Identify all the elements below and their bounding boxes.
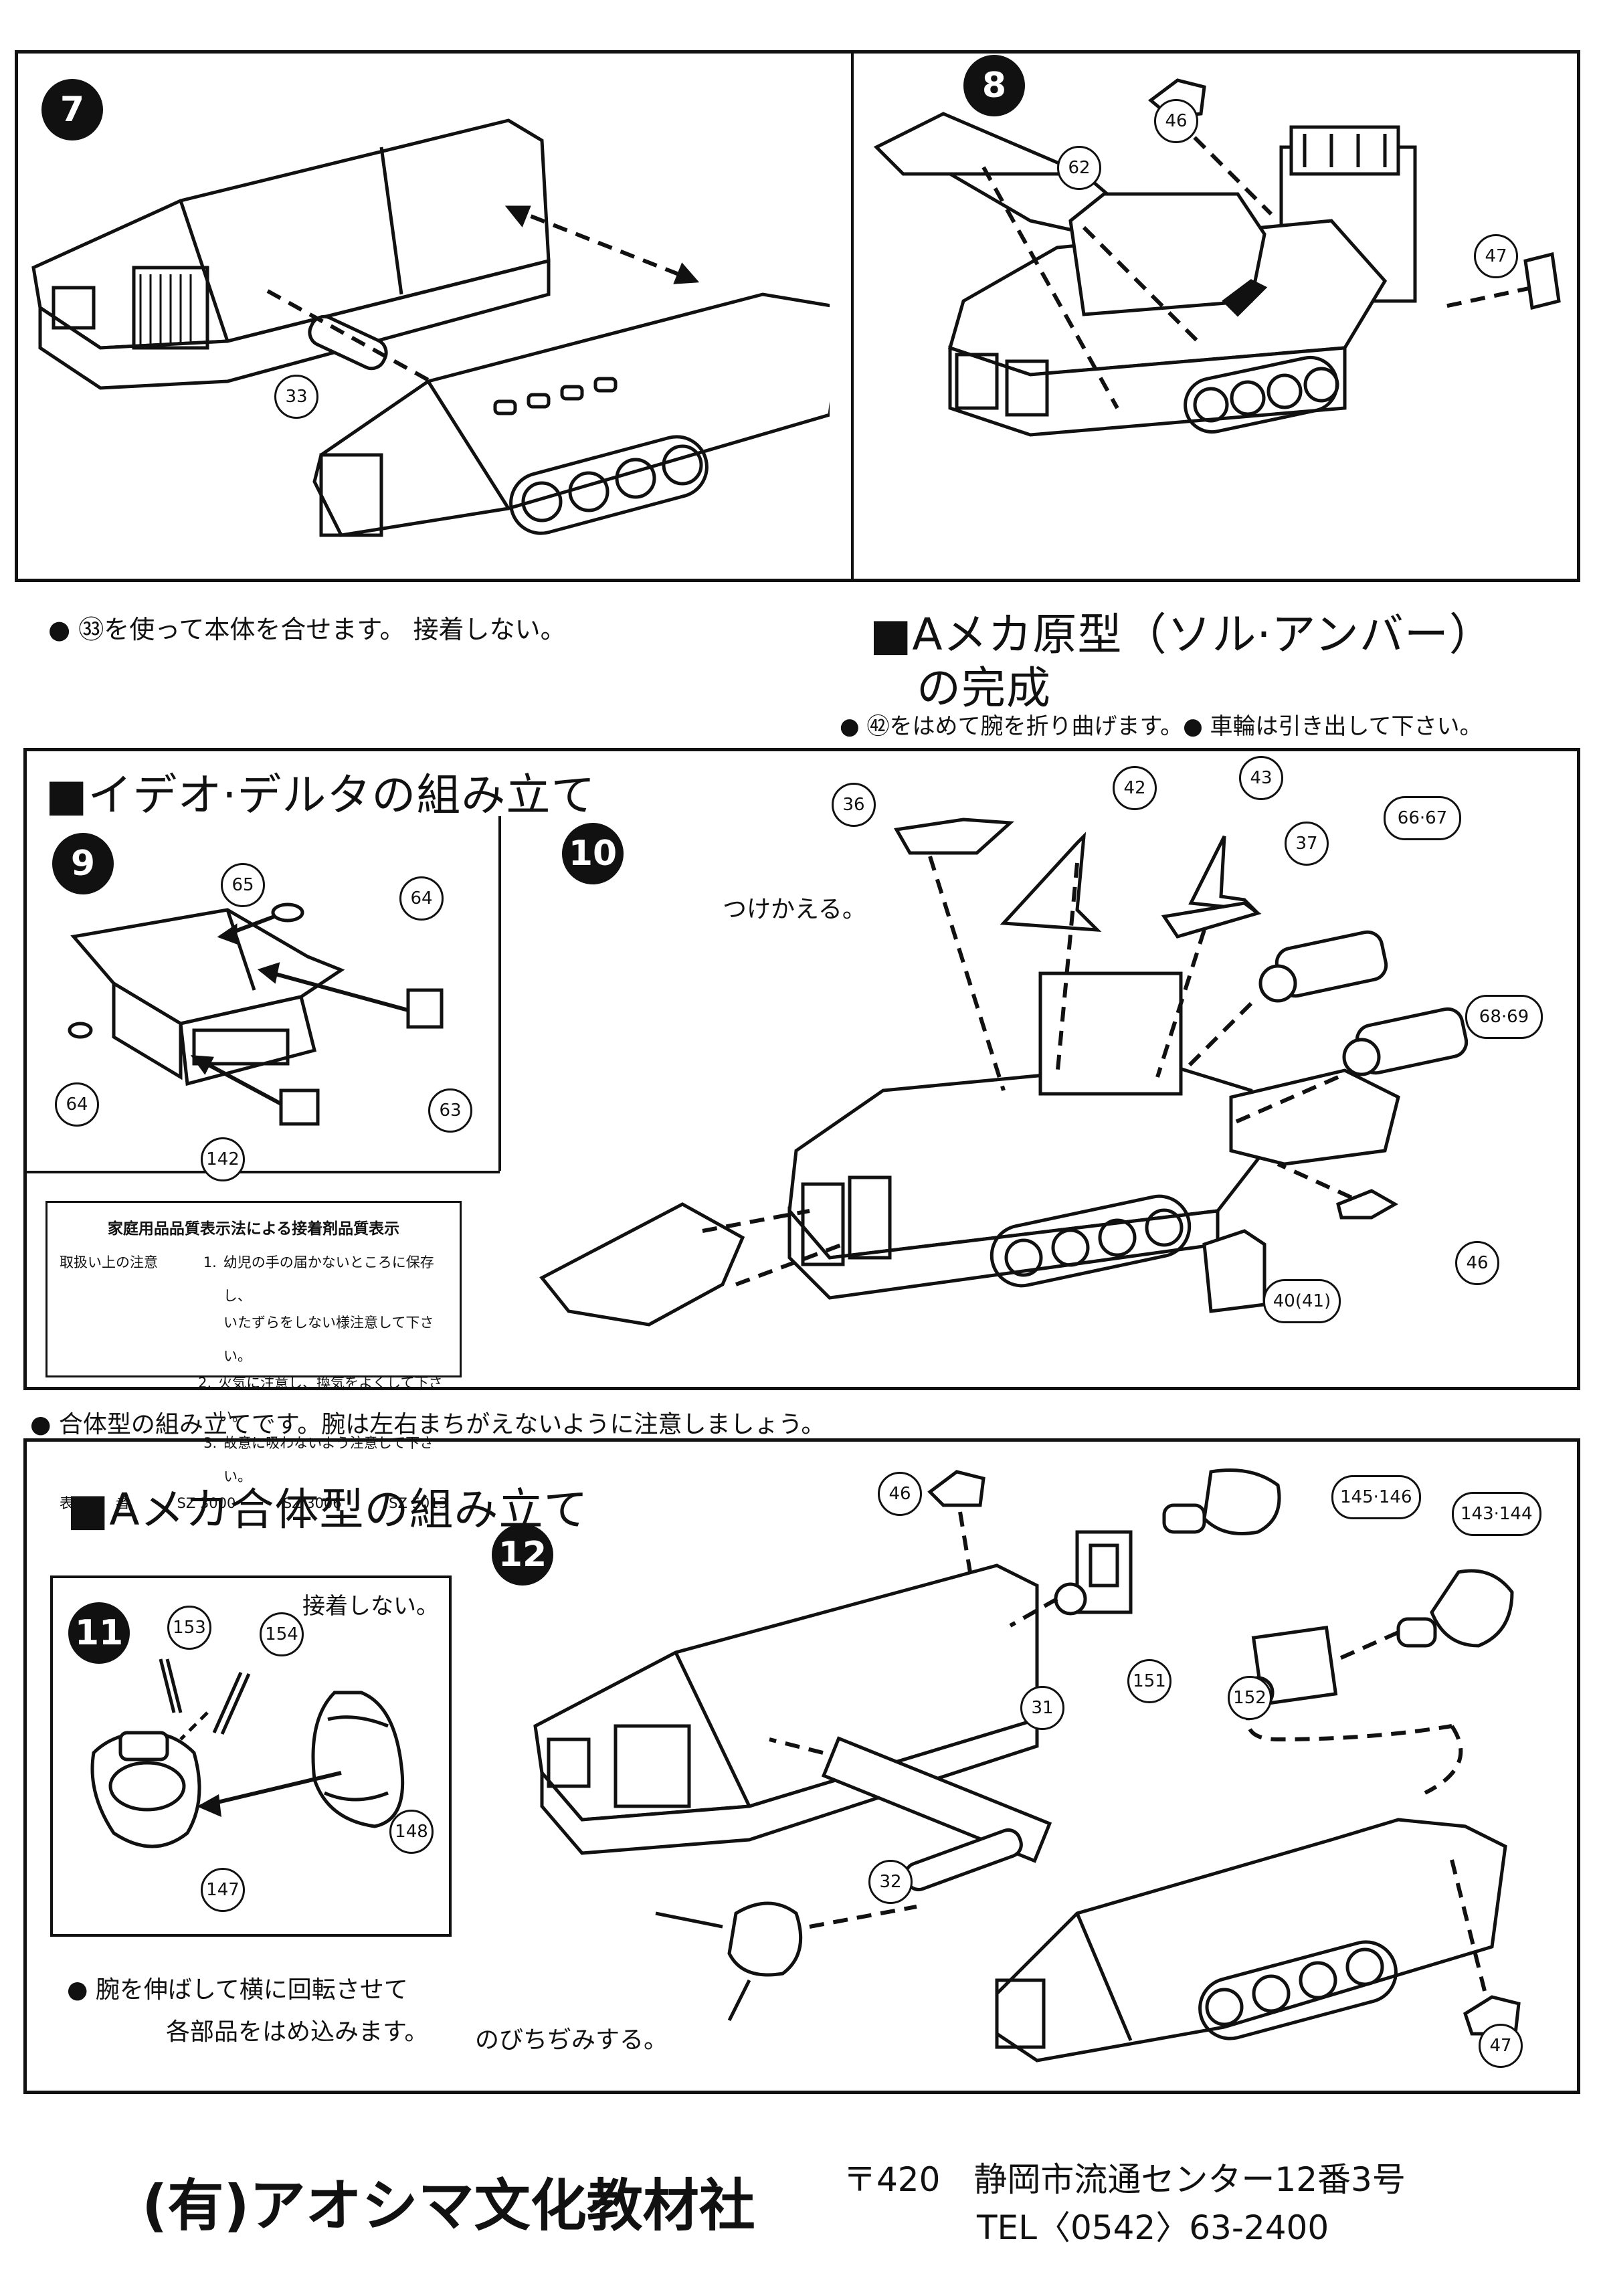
telescoping-note: のびちぢみする。: [475, 2026, 668, 2054]
step-12-badge: 12: [492, 1524, 553, 1586]
part-154-label: 154: [260, 1612, 304, 1656]
part-32-label: 32: [868, 1860, 913, 1904]
section-step11-12-panel: [23, 1438, 1580, 2094]
part-42-label: 42: [1113, 766, 1157, 810]
part-152-label: 152: [1228, 1676, 1272, 1720]
part-46-label-step10: 46: [1455, 1241, 1499, 1285]
caution-text: 幼児の手の届かないところに保存し、: [223, 1254, 434, 1304]
section3-heading: ■Aメカ合体型の組み立て: [67, 1484, 589, 1535]
part-47-label-step12: 47: [1479, 2024, 1523, 2068]
section1-heading-line1: ■Aメカ原型（ソル·アンバー）: [870, 609, 1494, 660]
caution-text: いたずらをしない様注意して下さい。: [223, 1315, 434, 1364]
part-142-label: 142: [201, 1137, 245, 1181]
rotate-note-line1: ● 腕を伸ばして横に回転させて: [67, 1976, 408, 2004]
step12-illustration: [529, 1445, 1572, 2081]
displayer-label: 表 示 者: [60, 1495, 130, 1511]
part-143-144-label: 143·144: [1452, 1492, 1541, 1536]
section-step9-10-panel: [23, 748, 1580, 1390]
step8-note: ● ㊷をはめて腕を折り曲げます。● 車輪は引き出して下さい。: [840, 713, 1483, 740]
section1-heading-line2: の完成: [917, 662, 1051, 714]
part-66-67-label: 66·67: [1384, 796, 1461, 840]
company-tel: TEL〈0542〉63-2400: [977, 2208, 1329, 2247]
step-10-badge: 10: [562, 823, 624, 884]
caution-row-2: 2. 火気に注意し、換気をよくして下さい。: [60, 1366, 448, 1433]
part-148-label: 148: [389, 1810, 434, 1854]
caution-title: 家庭用品品質表示法による接着剤品質表示: [107, 1220, 400, 1238]
caution-index: 2.: [198, 1375, 212, 1391]
caution-index: 1.: [203, 1254, 217, 1270]
section2-bottom-note: ● 合体型の組み立てです。腕は左右まちがえないように注意しましょう。: [30, 1411, 826, 1438]
part-151-label: 151: [1127, 1659, 1171, 1703]
step11-illustration: [74, 1619, 442, 1907]
step-8-badge: 8: [963, 55, 1025, 116]
section-step7-8-panel: [15, 50, 1580, 582]
part-46-label-step12: 46: [878, 1472, 922, 1516]
step11-inset: [50, 1575, 452, 1937]
section1-divider: [851, 50, 854, 582]
caution-row-1: 取扱い上の注意 1. 幼児の手の届かないところに保存し、: [60, 1246, 448, 1313]
part-145-146-label: 145·146: [1331, 1475, 1421, 1519]
step7-note: ● ㉝を使って本体を合せます。 接着しない。: [48, 615, 566, 644]
part-64-label-left: 64: [55, 1082, 99, 1127]
part-43-label: 43: [1239, 756, 1283, 800]
part-63-label: 63: [428, 1088, 472, 1133]
company-address: 〒420 静岡市流通センター12番3号: [843, 2160, 1406, 2199]
company-name: (有)アオシマ文化教材社: [142, 2173, 755, 2238]
step8-illustration: [863, 60, 1566, 569]
part-147-label: 147: [201, 1868, 245, 1912]
part-62-label: 62: [1057, 146, 1101, 190]
section2-heading: ■イデオ·デルタの組み立て: [45, 769, 596, 821]
part-65-label: 65: [221, 863, 265, 907]
caution-row-1b: いたずらをしない様注意して下さい。: [60, 1306, 448, 1373]
part-31-label: 31: [1020, 1686, 1064, 1730]
part-46-label: 46: [1154, 99, 1198, 143]
code-3: SZ 5013: [389, 1495, 448, 1511]
caution-text: 故意に吸わないよう注意して下さい。: [223, 1435, 434, 1485]
part-47-label: 47: [1474, 234, 1518, 278]
part-40-41-label: 40(41): [1263, 1279, 1341, 1323]
step7-illustration: [27, 107, 830, 562]
part-64-label-top: 64: [399, 876, 444, 921]
part-37-label: 37: [1285, 822, 1329, 866]
step10-illustration: [495, 776, 1572, 1378]
step9-illustration: [60, 890, 475, 1157]
swap-note: つけかえる。: [723, 896, 866, 923]
step-11-badge: 11: [68, 1602, 130, 1664]
caution-index: [179, 1306, 223, 1373]
part-153-label: 153: [167, 1606, 211, 1650]
part-36-label: 36: [832, 783, 876, 827]
step-7-badge: 7: [41, 79, 103, 140]
no-glue-note: 接着しない。: [302, 1593, 439, 1620]
adhesive-caution-box: 家庭用品品質表示法による接着剤品質表示 取扱い上の注意 1. 幼児の手の届かない…: [45, 1201, 462, 1511]
rotate-note-line2: 各部品をはめ込みます。: [166, 2018, 429, 2046]
caution-label: 取扱い上の注意: [60, 1254, 158, 1270]
caution-codes: 表 示 者 SZ 3000 SZ 3006 SZ 5013: [60, 1487, 448, 1520]
caution-row-3: 3. 故意に吸わないよう注意して下さい。: [60, 1426, 448, 1493]
code-1: SZ 3000: [177, 1495, 236, 1511]
code-2: SZ 3006: [282, 1495, 342, 1511]
part-33-label: 33: [274, 375, 318, 419]
section2-divider-h: [23, 1171, 500, 1173]
caution-text: 火気に注意し、換気をよくして下さい。: [218, 1375, 443, 1424]
part-68-69-label: 68·69: [1465, 995, 1543, 1039]
section2-divider-v: [498, 816, 501, 1171]
step-9-badge: 9: [52, 833, 114, 894]
